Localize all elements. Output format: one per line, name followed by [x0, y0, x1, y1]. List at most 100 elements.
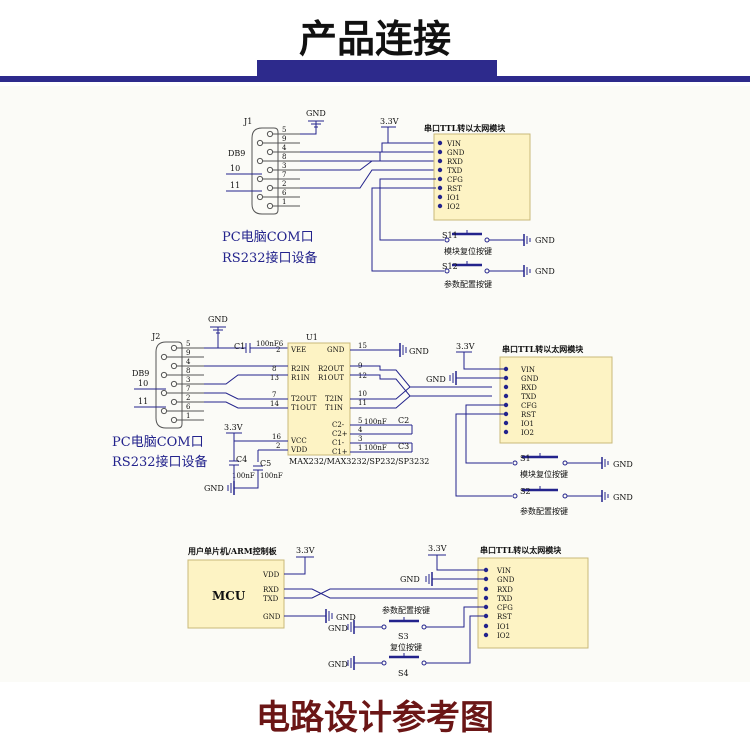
module-pin-label: IO1 — [447, 194, 460, 202]
j2-pin-num: 3 — [186, 376, 190, 384]
j1-pin-num: 5 — [282, 126, 286, 134]
title-underline-bar — [0, 76, 750, 82]
net-10-label-1: 10 — [230, 164, 240, 173]
pc-com-label-1: PC电脑COM口 — [222, 230, 314, 245]
s2-desc: 参数配置按键 — [520, 506, 568, 516]
circuit-2: J2 5 9 4 8 3 7 2 6 1 DB9 10 11 GND — [112, 315, 633, 516]
wire-j2-t1out — [204, 401, 270, 409]
j2-pin-num: 4 — [186, 358, 191, 366]
db9-pin-circles-j1 — [256, 130, 274, 210]
s12-desc: 参数配置按键 — [444, 279, 492, 289]
j2-pin-num: 2 — [186, 394, 190, 402]
j1-pin-num: 7 — [282, 171, 286, 179]
module-pins-1 — [437, 140, 443, 209]
wire-j1-vin — [300, 142, 436, 153]
wire-t1in-cross — [350, 395, 411, 409]
circuit-schematic: J1 5 9 4 8 3 7 2 6 1 DB9 10 11 GND — [112, 109, 633, 678]
gnd-label: GND — [306, 109, 326, 118]
chip-pin-name: VDD — [290, 446, 308, 454]
module-pin-label: TXD — [521, 393, 537, 401]
module-pin-label: CFG — [521, 402, 537, 410]
c1-value: 100nF6 — [256, 340, 284, 348]
gnd-label: GND — [336, 613, 356, 622]
chip-pin-num: 5 — [358, 417, 362, 425]
module-pin-label: RST — [521, 411, 536, 419]
chip-pin-name: R2IN — [291, 365, 310, 373]
module-pin-label: VIN — [446, 140, 461, 148]
module-pin-label: VIN — [496, 567, 511, 575]
chip-pin-name: R1OUT — [318, 374, 344, 382]
chip-pin-num: 16 — [272, 433, 281, 441]
v33-label: 3.3V — [224, 423, 243, 432]
c2-value: 100nF — [364, 418, 387, 426]
wire-t2in-cross — [350, 386, 411, 400]
cap-c2 — [350, 424, 413, 435]
wire-v33-vin-2 — [463, 352, 506, 370]
ttl-ethernet-module-1 — [433, 133, 531, 221]
chip-pin-num: 4 — [358, 426, 363, 434]
s3-label: S3 — [398, 632, 409, 641]
chip-left-pin-lines — [258, 365, 288, 451]
chip-pin-num: 12 — [358, 372, 367, 380]
net-10-label-2: 10 — [138, 379, 148, 388]
c5-label: C5 — [260, 459, 271, 468]
chip-pin-name: C2+ — [332, 430, 348, 438]
module-pin-label: RST — [447, 185, 462, 193]
net-11-label-2: 11 — [138, 397, 148, 406]
c2-label: C2 — [398, 416, 409, 425]
module-pin-label: RXD — [521, 384, 537, 392]
db9-pin-circles-j2 — [160, 344, 204, 424]
chip-u1 — [287, 342, 351, 456]
gnd-symbol — [449, 371, 457, 385]
chip-pin-num: 7 — [272, 391, 276, 399]
ttl-ethernet-module-3 — [477, 557, 589, 649]
mcu-pin-label: GND — [263, 613, 281, 621]
wire-j1-txd — [300, 169, 436, 189]
gnd-label: GND — [328, 624, 348, 633]
j2-pin-num: 1 — [186, 412, 190, 420]
title-accent-tab — [257, 60, 497, 80]
db9-connector-j2 — [155, 341, 183, 429]
v33-label: 3.3V — [296, 546, 315, 555]
j1-pin-num: 6 — [282, 189, 287, 197]
db9-connector-j1 — [251, 127, 279, 215]
gnd-label: GND — [613, 493, 633, 502]
module-pin-label: RXD — [447, 158, 463, 166]
ttl-ethernet-module-2 — [499, 356, 613, 444]
c3-label: C3 — [398, 442, 409, 451]
wire-rst-2 — [455, 413, 512, 497]
chip-part-label: MAX232/MAX3232/SP232/SP3232 — [289, 457, 429, 466]
wire-v33-vin-3 — [436, 555, 486, 571]
gnd-symbol — [227, 481, 235, 495]
module-title-2: 串口TTL转以太网模块 — [502, 344, 584, 354]
module-pin-label: GND — [447, 149, 465, 157]
j2-label: J2 — [151, 332, 160, 341]
chip-pin-num: 2 — [276, 346, 280, 354]
gnd-label: GND — [204, 484, 224, 493]
wire-j2-t2out — [204, 392, 270, 400]
switch-s4 — [347, 653, 427, 670]
module-pin-label: IO2 — [521, 429, 534, 437]
mcu-board — [187, 559, 285, 629]
chip-pin-num: 3 — [358, 435, 362, 443]
c4-label: C4 — [236, 455, 247, 464]
c5-value: 100nF — [260, 472, 283, 480]
footer-caption: 电路设计参考图 — [256, 698, 494, 738]
module-pin-label: RST — [497, 613, 512, 621]
module-pin-label: GND — [497, 576, 515, 584]
j2-pin-num: 8 — [186, 367, 190, 375]
gnd-label: GND — [535, 267, 555, 276]
board-label: 用户单片机/ARM控制板 — [187, 546, 278, 556]
s4-desc: 复位按键 — [390, 642, 422, 652]
module-title-3: 串口TTL转以太网模块 — [480, 545, 562, 555]
s11-desc: 模块复位按键 — [444, 246, 492, 256]
s2-label: S2 — [520, 487, 531, 496]
gnd-label: GND — [400, 575, 420, 584]
wire-c4-c5-gnd — [233, 465, 259, 489]
chip-pin-num: 2 — [276, 442, 280, 450]
wire-j1-pin5-gnd — [300, 121, 317, 135]
j1-pin-num: 9 — [282, 135, 286, 143]
mcu-label: MCU — [212, 589, 246, 603]
wire-j1-rxd — [300, 160, 436, 171]
chip-pin-name: VCC — [290, 437, 307, 445]
